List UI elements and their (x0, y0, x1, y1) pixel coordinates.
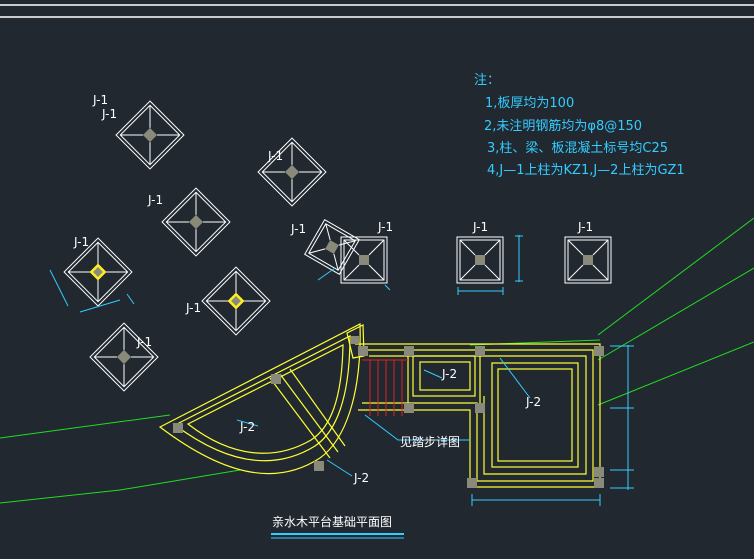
footing-label: J-1 (577, 220, 593, 234)
notes-block: 注： 1,板厚均为100 2,未注明钢筋均为φ8@150 3,柱、梁、板混凝土标… (474, 73, 685, 178)
rect-platform (355, 343, 601, 488)
footing-label: J-1 (472, 220, 488, 234)
platform-dimensions (471, 345, 634, 506)
j1-footing (115, 100, 185, 170)
note-item: 2,未注明钢筋均为φ8@150 (484, 118, 642, 134)
leader-lines (236, 357, 531, 477)
terrain-lines (0, 217, 754, 504)
j1-footing (303, 218, 361, 276)
j1-footing (257, 137, 327, 207)
footing-label: J-1 (290, 222, 306, 236)
title-block: 亲水木平台基础平面图 (271, 514, 404, 539)
footing-label: J-2 (525, 395, 541, 409)
stair-treads (362, 359, 408, 416)
j1-footing (201, 266, 271, 336)
note-item: 3,柱、梁、板混凝土标号均C25 (487, 140, 668, 156)
j1-footing (89, 322, 159, 392)
top-border (0, 4, 754, 18)
footing-label: J-1 (101, 107, 117, 121)
j1-footing (456, 236, 504, 284)
footing-label: J-1 (185, 301, 201, 315)
note-item: 4,J—1上柱为KZ1,J—2上柱为GZ1 (487, 163, 685, 178)
footing-label: J-1 (377, 220, 393, 234)
fan-platform (158, 323, 365, 475)
footing-label: J-2 (239, 420, 255, 434)
footing-label: J-2 (441, 367, 457, 381)
j1-footing (340, 236, 388, 284)
note-item: 1,板厚均为100 (485, 96, 574, 111)
footing-label: J-1 (73, 235, 89, 249)
j2-labels: J-2 J-2 J-2 J-2 (239, 367, 541, 485)
notes-heading: 注： (474, 73, 500, 88)
footing-label: J-1 (92, 93, 108, 107)
j1-labels: J-1 J-1 J-1 J-1 J-1 J-1 J-1 J-1 J-1 J-1 … (73, 93, 593, 349)
j1-footing (161, 187, 231, 257)
j1-footing (564, 236, 612, 284)
platform-columns (173, 336, 604, 488)
footing-label: J-2 (353, 471, 369, 485)
stair-note: 见踏步详图 (400, 434, 460, 449)
drawing-title: 亲水木平台基础平面图 (272, 514, 392, 529)
dimension-marks (49, 235, 523, 313)
footing-label: J-1 (267, 149, 283, 163)
footing-label: J-1 (136, 335, 152, 349)
footing-label: J-1 (147, 193, 163, 207)
j1-footings (63, 100, 612, 392)
